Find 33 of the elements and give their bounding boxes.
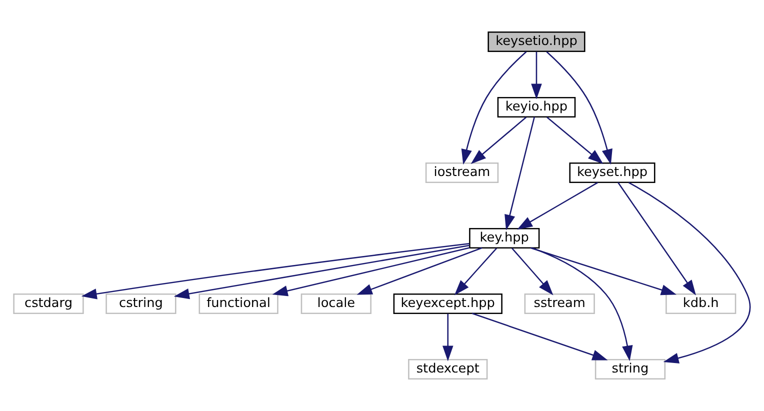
arrow: [356, 247, 482, 295]
node-box: keyset.hpp: [569, 162, 656, 184]
node-box: kdb.h: [666, 293, 736, 314]
arrow: [461, 51, 527, 165]
node-box: cstdarg: [13, 293, 84, 314]
node-box: key.hpp: [469, 228, 540, 249]
node-box: string: [594, 358, 666, 380]
node-box: iostream: [425, 162, 499, 184]
node-box: keysetio.hpp: [488, 32, 586, 52]
arrow: [442, 314, 454, 362]
arrow: [81, 243, 470, 300]
node-box: keyexcept.hpp: [393, 293, 502, 314]
arrow: [174, 244, 470, 300]
arrow: [512, 248, 554, 296]
node-box: locale: [300, 293, 372, 314]
node-box: functional: [198, 293, 278, 314]
arrow: [531, 52, 542, 100]
arrow: [628, 182, 751, 364]
arrow: [470, 116, 527, 164]
arrow: [272, 247, 470, 296]
node-box: stdexcept: [408, 358, 488, 380]
arrow: [504, 116, 535, 230]
arrow: [546, 116, 604, 164]
arrow: [618, 182, 696, 296]
node-box: sstream: [524, 293, 595, 314]
arrow: [517, 182, 598, 230]
arrow: [532, 247, 633, 362]
arrow: [546, 51, 612, 165]
arrow: [454, 248, 497, 296]
arrow: [472, 312, 608, 360]
node-box: keyio.hpp: [497, 96, 576, 118]
arrow: [530, 247, 677, 296]
node-box: cstring: [106, 293, 176, 314]
